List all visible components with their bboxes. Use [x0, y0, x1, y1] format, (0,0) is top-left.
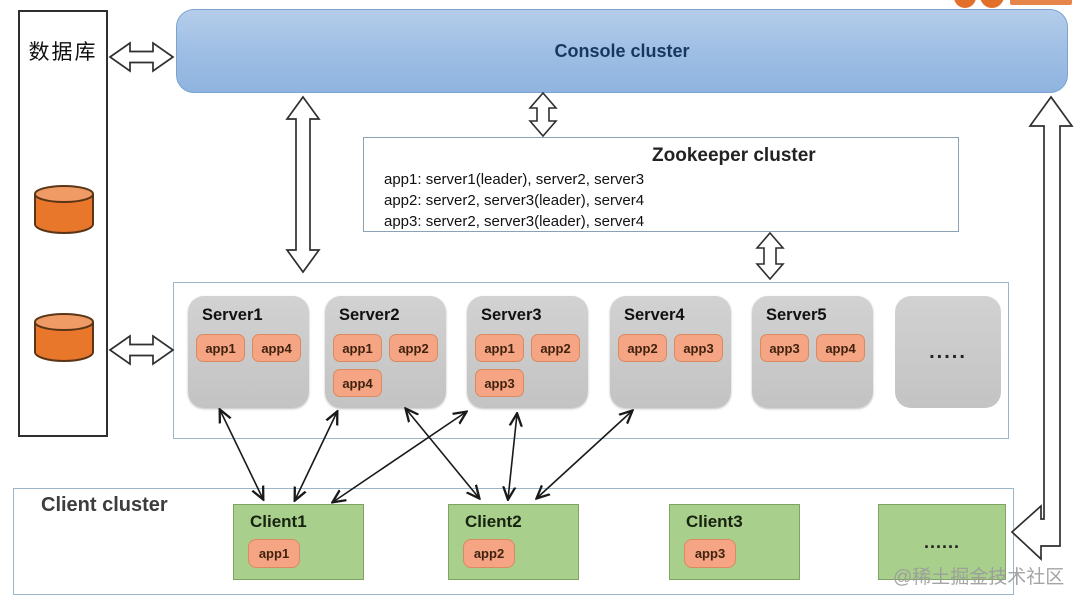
server-name: Server2 [339, 306, 400, 324]
app-badge: app1 [475, 334, 524, 362]
app-badge: app2 [531, 334, 580, 362]
app-badge: app3 [760, 334, 809, 362]
zookeeper-assignment-app3: app3: server2, server3(leader), server4 [384, 213, 645, 230]
arrow-console-zookeeper [528, 91, 558, 138]
server5-card: Server5 app3 app4 [752, 296, 873, 408]
server-name: Server4 [624, 306, 685, 324]
arrow-console-clients-elbow [1010, 95, 1074, 561]
client-name: Client1 [250, 512, 307, 531]
client3-card: Client3 app3 [669, 504, 800, 580]
client-cluster-box: Client cluster Client1 app1 Client2 app2… [13, 488, 1014, 595]
server-name: Server1 [202, 306, 263, 324]
app-badge: app2 [389, 334, 438, 362]
database-label: 数据库 [28, 40, 98, 64]
server2-card: Server2 app1 app2 app4 [325, 296, 446, 408]
server1-card: Server1 app1 app4 [188, 296, 309, 408]
client1-card: Client1 app1 [233, 504, 364, 580]
app-badge: app1 [333, 334, 382, 362]
database-cylinder-icon [34, 185, 94, 234]
partial-logo [952, 0, 1080, 11]
arrow-console-servers [285, 95, 321, 274]
zookeeper-cluster-title: Zookeeper cluster [652, 145, 816, 166]
app-badge: app3 [684, 539, 736, 568]
more-clients-card: ...... [878, 504, 1006, 580]
app-badge: app3 [475, 369, 524, 397]
server-cluster-box: Server1 app1 app4 Server2 app1 app2 app4… [173, 282, 1009, 439]
client-name: Client2 [465, 512, 522, 531]
app-badge: app4 [252, 334, 301, 362]
app-badge: app1 [196, 334, 245, 362]
server-name: Server3 [481, 306, 542, 324]
app-badge: app3 [674, 334, 723, 362]
server4-card: Server4 app2 app3 [610, 296, 731, 408]
zookeeper-assignment-app1: app1: server1(leader), server2, server3 [384, 171, 645, 188]
arrow-db-console [108, 41, 175, 73]
client2-card: Client2 app2 [448, 504, 579, 580]
client-name: Client3 [686, 512, 743, 531]
server3-card: Server3 app1 app2 app3 [467, 296, 588, 408]
app-badge: app2 [463, 539, 515, 568]
app-badge: app1 [248, 539, 300, 568]
zookeeper-assignment-app2: app2: server2, server3(leader), server4 [384, 192, 645, 209]
app-badge: app4 [333, 369, 382, 397]
console-cluster-label: Console cluster [554, 40, 690, 61]
arrow-zookeeper-servers [755, 231, 785, 281]
server-name: Server5 [766, 306, 827, 324]
database-cylinder-icon [34, 313, 94, 362]
client-cluster-title: Client cluster [41, 494, 168, 516]
watermark: @稀土掘金技术社区 [893, 567, 1065, 588]
console-cluster-box: Console cluster [176, 9, 1068, 93]
database-box: 数据库 [18, 10, 108, 437]
more-servers-card: ..... [895, 296, 1001, 408]
arrow-db-servers [108, 334, 175, 366]
app-badge: app2 [618, 334, 667, 362]
app-badge: app4 [816, 334, 865, 362]
zookeeper-cluster-box: Zookeeper cluster app1: server1(leader),… [363, 137, 959, 232]
